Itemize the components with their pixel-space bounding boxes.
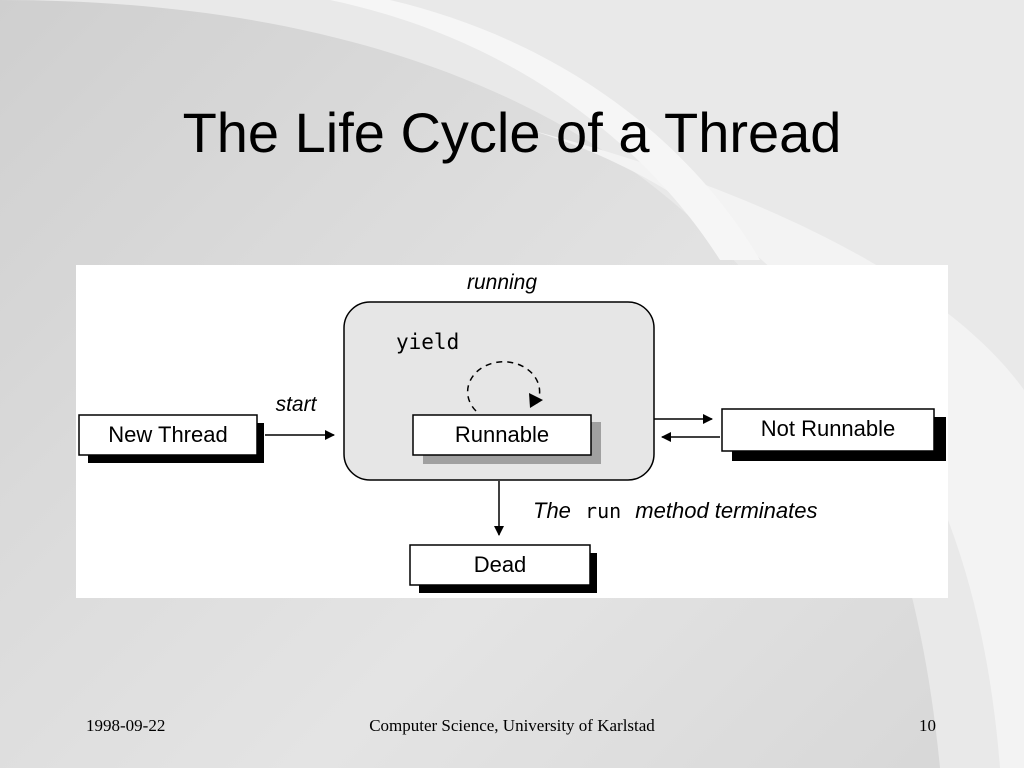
slide-title: The Life Cycle of a Thread: [182, 101, 842, 164]
new-thread-label: New Thread: [108, 422, 227, 447]
runnable-box: [412, 414, 592, 456]
thread-lifecycle-diagram: running yield New Thread start Runnable …: [78, 271, 946, 593]
footer-page-number: 10: [919, 716, 936, 735]
dead-box: [409, 544, 591, 586]
yield-loop-arrowhead: [529, 393, 543, 408]
diagram-panel: running yield New Thread start Runnable …: [76, 265, 948, 598]
terminates-method: method terminates: [635, 498, 817, 523]
not-runnable-label: Not Runnable: [761, 416, 896, 441]
start-label: start: [276, 393, 318, 416]
terminates-run: run: [585, 499, 621, 523]
footer-date: 1998-09-22: [86, 716, 166, 735]
new-thread-box: [78, 414, 258, 456]
runnable-label: Runnable: [455, 422, 549, 447]
yield-label: yield: [396, 330, 459, 354]
dead-label: Dead: [474, 552, 527, 577]
swoosh-stripe: [330, 0, 760, 260]
not-runnable-box: [721, 408, 935, 452]
terminates-the: The: [533, 498, 571, 523]
running-label: running: [467, 271, 537, 294]
footer-center: Computer Science, University of Karlstad: [369, 716, 655, 735]
yield-loop-arrow: [466, 361, 541, 412]
terminates-label: The run method terminates: [533, 498, 818, 523]
